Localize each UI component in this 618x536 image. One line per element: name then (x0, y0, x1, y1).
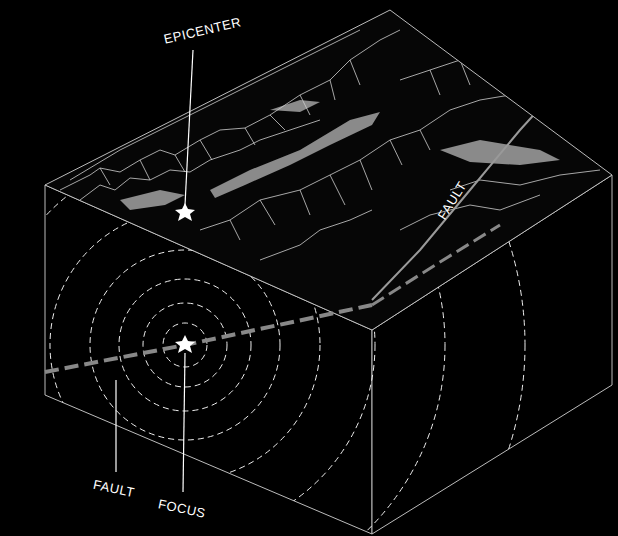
callout-label: FOCUS (157, 496, 207, 521)
seismic-waves (0, 5, 525, 536)
fault-plane (45, 305, 372, 372)
fault-plane-right (372, 225, 500, 305)
ridges (60, 30, 600, 260)
callout-label: EPICENTER (162, 14, 242, 46)
callout-label: FAULT (92, 476, 136, 499)
focus-star (175, 335, 195, 353)
epicenter-star (175, 203, 195, 221)
markers (175, 203, 195, 353)
terrain-surface (45, 10, 612, 330)
leader-lines (116, 50, 193, 492)
